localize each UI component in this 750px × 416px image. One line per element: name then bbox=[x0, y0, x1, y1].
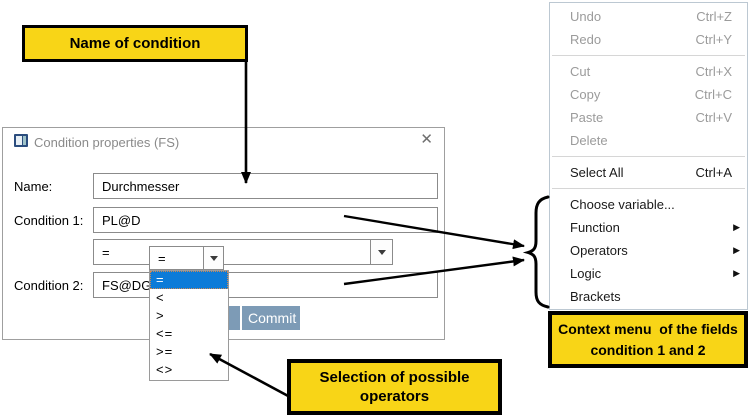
operator-dropdown-combobox[interactable]: = bbox=[149, 246, 224, 270]
app-window-icon bbox=[14, 134, 28, 147]
submenu-arrow-icon: ▶ bbox=[733, 245, 740, 255]
menu-item-label: Choose variable... bbox=[570, 197, 675, 212]
menu-item-label: Copy bbox=[570, 87, 601, 102]
menu-item-label: Redo bbox=[570, 32, 602, 47]
menu-separator bbox=[552, 55, 745, 56]
close-icon[interactable]: ✕ bbox=[420, 131, 433, 148]
menu-item-label: Brackets bbox=[570, 289, 621, 304]
condition1-label: Condition 1: bbox=[14, 212, 84, 228]
condition2-label: Condition 2: bbox=[14, 277, 84, 293]
menu-item-label: Undo bbox=[570, 9, 602, 24]
dropdown-arrow-icon[interactable] bbox=[370, 240, 392, 264]
menu-item-cut[interactable]: Cut Ctrl+X bbox=[550, 60, 747, 83]
operator-option-lessequal[interactable]: <= bbox=[156, 326, 174, 341]
menu-item-undo[interactable]: Undo Ctrl+Z bbox=[550, 5, 747, 28]
menu-item-operators[interactable]: Operators ▶ bbox=[550, 239, 747, 262]
condition2-input[interactable] bbox=[93, 272, 438, 298]
context-menu: Undo Ctrl+Z Redo Ctrl+Y Cut Ctrl+X Copy … bbox=[549, 2, 748, 310]
operator-combobox[interactable]: = bbox=[93, 239, 393, 265]
menu-item-label: Logic bbox=[570, 266, 602, 281]
commit-button[interactable]: Commit bbox=[242, 306, 300, 330]
menu-item-brackets[interactable]: Brackets bbox=[550, 285, 747, 308]
menu-item-redo[interactable]: Redo Ctrl+Y bbox=[550, 28, 747, 51]
menu-item-choose-variable[interactable]: Choose variable... bbox=[550, 193, 747, 216]
menu-item-shortcut: Ctrl+V bbox=[695, 110, 732, 125]
callout-text-line2: operators bbox=[359, 388, 430, 405]
menu-separator bbox=[552, 188, 745, 189]
operator-option-less[interactable]: < bbox=[156, 290, 165, 305]
possible-operators-callout: Selection of possible operators bbox=[287, 359, 502, 415]
menu-item-label: Delete bbox=[570, 133, 608, 148]
menu-item-shortcut: Ctrl+C bbox=[694, 87, 732, 102]
condition-properties-dialog: Condition properties (FS) ✕ Name: Condit… bbox=[2, 127, 445, 381]
menu-item-select-all[interactable]: Select All Ctrl+A bbox=[550, 161, 747, 184]
menu-item-shortcut: Ctrl+A bbox=[695, 165, 732, 180]
menu-item-paste[interactable]: Paste Ctrl+V bbox=[550, 106, 747, 129]
callout-text: Name of condition bbox=[69, 35, 201, 52]
submenu-arrow-icon: ▶ bbox=[733, 268, 740, 278]
menu-separator bbox=[552, 156, 745, 157]
menu-item-shortcut: Ctrl+Y bbox=[695, 32, 732, 47]
curly-brace bbox=[522, 195, 550, 309]
menu-item-label: Function bbox=[570, 220, 620, 235]
dialog-title: Condition properties (FS) bbox=[34, 135, 180, 150]
context-menu-callout: Context menu of the fields condition 1 a… bbox=[548, 311, 748, 368]
name-label: Name: bbox=[14, 178, 53, 194]
operator-option-greater[interactable]: > bbox=[156, 308, 165, 323]
name-input[interactable] bbox=[93, 173, 438, 199]
operator-combobox-value: = bbox=[102, 244, 110, 260]
menu-item-function[interactable]: Function ▶ bbox=[550, 216, 747, 239]
dropdown-arrow-icon[interactable] bbox=[203, 247, 223, 269]
menu-item-label: Operators bbox=[570, 243, 628, 258]
name-of-condition-callout: Name of condition bbox=[22, 25, 248, 62]
menu-item-logic[interactable]: Logic ▶ bbox=[550, 262, 747, 285]
menu-item-label: Cut bbox=[570, 64, 591, 79]
operator-options-list: = < > <= >= <> bbox=[149, 270, 229, 381]
menu-item-shortcut: Ctrl+X bbox=[695, 64, 732, 79]
menu-item-delete[interactable]: Delete bbox=[550, 129, 747, 152]
operator-dropdown-value: = bbox=[158, 250, 166, 266]
menu-item-label: Paste bbox=[570, 110, 604, 125]
callout-text-line2: condition 1 and 2 bbox=[590, 341, 706, 358]
menu-item-shortcut: Ctrl+Z bbox=[696, 9, 732, 24]
menu-item-copy[interactable]: Copy Ctrl+C bbox=[550, 83, 747, 106]
condition1-input[interactable] bbox=[93, 207, 438, 233]
submenu-arrow-icon: ▶ bbox=[733, 222, 740, 232]
operator-option-equal[interactable]: = bbox=[150, 271, 228, 289]
operator-option-greaterequal[interactable]: >= bbox=[156, 344, 174, 359]
callout-text-line1: Selection of possible bbox=[319, 368, 470, 386]
menu-item-label: Select All bbox=[570, 165, 624, 180]
callout-text-line1: Context menu of the fields bbox=[558, 320, 738, 337]
operator-option-notequal[interactable]: <> bbox=[156, 362, 174, 377]
